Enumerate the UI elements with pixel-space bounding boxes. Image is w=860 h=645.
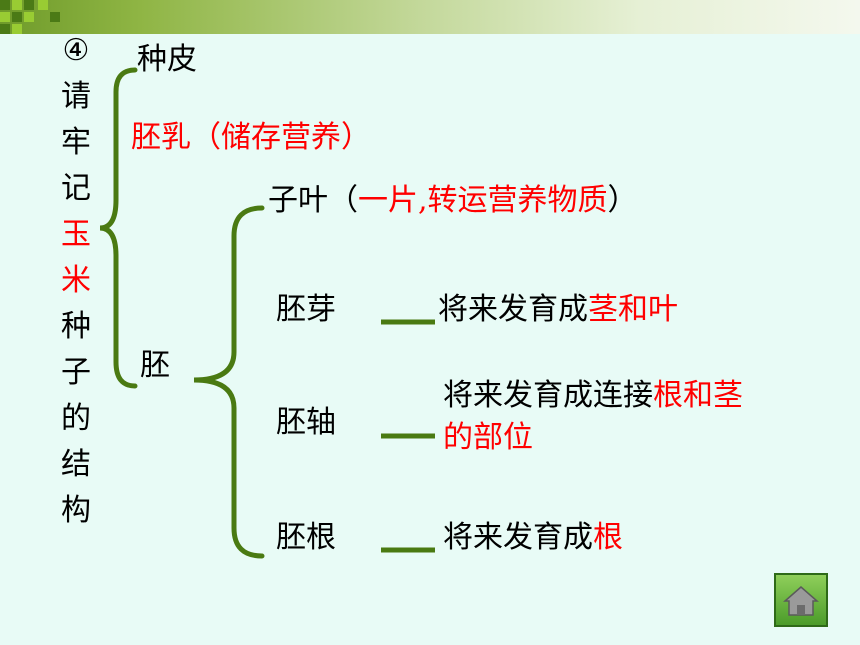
paren-close: ） (607, 183, 638, 218)
decor-square (24, 12, 34, 22)
hypocotyl-desc-line1: 将来发育成连接根和茎 (443, 378, 743, 414)
title-char: 结 (61, 447, 91, 482)
paren-open: （ (328, 183, 358, 218)
title-char: 米 (61, 263, 91, 298)
plumule-label: 胚芽 (276, 292, 336, 327)
decor-square (12, 24, 22, 34)
seed-brace (99, 67, 138, 389)
title-char: 玉 (61, 217, 91, 252)
title-bar-decoration (0, 0, 860, 34)
home-icon (783, 586, 819, 616)
decor-square (0, 12, 10, 22)
plumule-desc-prefix: 将来发育成 (438, 292, 588, 327)
hypocotyl-desc-line2: 的部位 (443, 420, 533, 455)
title-char: 记 (61, 171, 91, 206)
title-number: ④ (62, 33, 90, 68)
title-char: 的 (61, 401, 91, 436)
title-char: 构 (61, 493, 91, 528)
title-char: 请 (61, 79, 91, 114)
cotyledon-row: 子叶（一片,转运营养物质） (268, 183, 638, 219)
radicle-desc-highlight: 根 (593, 520, 623, 555)
decor-square (0, 24, 10, 34)
decor-square (0, 0, 10, 10)
title-char: 牢 (61, 125, 91, 160)
decor-square (38, 0, 48, 10)
vertical-title: ④ 请牢记玉米种子的结构 (56, 28, 96, 534)
decor-square (50, 12, 60, 22)
cotyledon-desc: 一片,转运营养物质 (358, 183, 608, 218)
decor-square (12, 12, 22, 22)
radicle-label: 胚根 (276, 520, 336, 555)
cotyledon-label: 子叶 (268, 183, 328, 218)
home-button[interactable] (774, 573, 828, 627)
hypocotyl-desc-prefix: 将来发育成连接 (443, 378, 653, 413)
hypocotyl-label: 胚轴 (276, 405, 336, 440)
decor-square (24, 0, 34, 10)
hypocotyl-desc-highlight: 根和茎 (653, 378, 743, 413)
plumule-desc: 将来发育成茎和叶 (438, 292, 678, 328)
embryo-brace (193, 205, 265, 559)
radicle-desc: 将来发育成根 (443, 520, 623, 556)
plumule-desc-highlight: 茎和叶 (588, 292, 678, 327)
title-char: 种 (61, 309, 91, 344)
seed-coat-label: 种皮 (137, 42, 197, 77)
radicle-desc-prefix: 将来发育成 (443, 520, 593, 555)
decor-square (12, 0, 22, 10)
endosperm-label: 胚乳（储存营养） (131, 120, 371, 155)
embryo-label: 胚 (140, 348, 170, 383)
title-char: 子 (61, 355, 91, 390)
